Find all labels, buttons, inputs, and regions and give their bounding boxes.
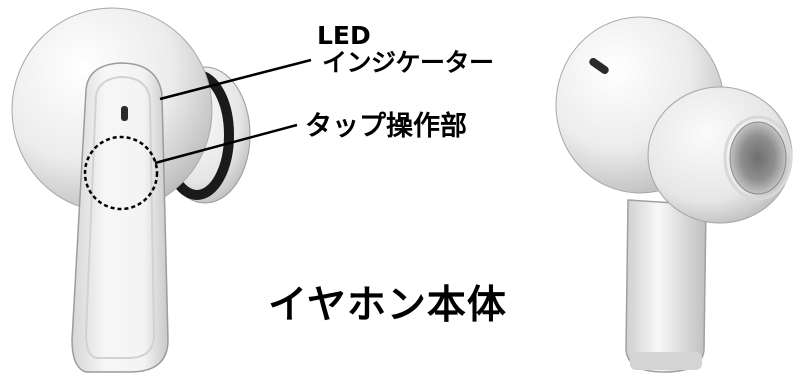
tap-area-label: タップ操作部 [305, 111, 467, 142]
right-earbud [555, 16, 793, 373]
tap-area-marker [83, 135, 159, 211]
left-stem-bevel [84, 75, 156, 359]
right-stem [625, 199, 707, 373]
right-stem-tip [630, 352, 702, 370]
left-earbud [11, 7, 312, 373]
led-indicator-icon [121, 106, 128, 121]
led-leader-line [159, 58, 312, 101]
left-stem [71, 62, 169, 373]
earbud-body-title: イヤホン本体 [268, 283, 507, 328]
led-indicator-label-line2: インジケーター [322, 48, 494, 77]
nozzle-rim [723, 115, 793, 201]
led-indicator-label: LED [317, 21, 371, 50]
vent-slit-icon [589, 57, 609, 75]
nozzle-opening [729, 121, 787, 195]
tap-leader-line [154, 123, 298, 165]
